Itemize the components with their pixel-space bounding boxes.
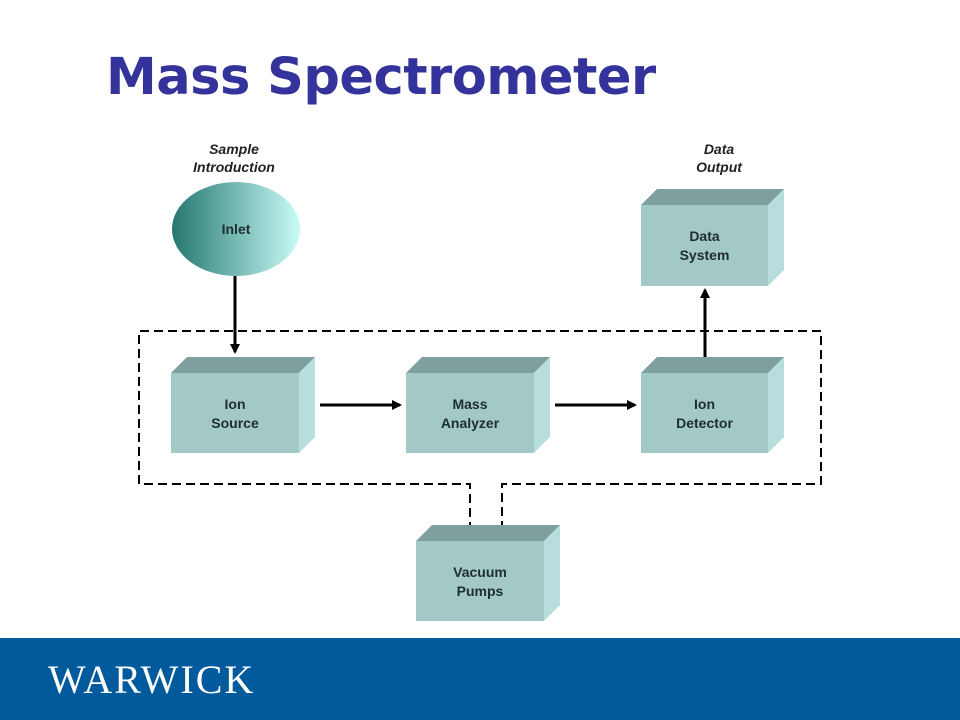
slide-title: Mass Spectrometer: [106, 48, 656, 107]
caption-line: Output: [696, 159, 742, 175]
vacuum-pumps-node: [416, 525, 560, 621]
label-line: Mass: [452, 396, 488, 412]
sample-introduction-caption: Sample Introduction: [164, 140, 304, 176]
mass-analyzer-label: Mass Analyzer: [406, 395, 534, 433]
ion-detector-node: [641, 357, 784, 453]
inlet-label: Inlet: [186, 220, 286, 239]
label-line: Analyzer: [440, 415, 500, 431]
ion-source-node: [171, 357, 315, 453]
label-line: Ion: [224, 396, 246, 412]
label-line: Data: [689, 228, 720, 244]
label-line: Ion: [694, 396, 715, 412]
label-line: Source: [211, 415, 259, 431]
data-system-label: Data System: [641, 227, 768, 265]
label-line: Detector: [676, 415, 733, 431]
data-system-node: [641, 189, 784, 286]
ion-source-label: Ion Source: [171, 395, 299, 433]
vacuum-enclosure: [138, 330, 822, 531]
ion-detector-label: Ion Detector: [641, 395, 768, 433]
label-line: Vacuum: [453, 564, 507, 580]
inlet-label-text: Inlet: [221, 221, 251, 237]
warwick-logo: WARWICK: [48, 657, 256, 702]
vacuum-pumps-label: Vacuum Pumps: [416, 563, 544, 601]
caption-line: Introduction: [193, 159, 275, 175]
caption-line: Data: [703, 141, 735, 157]
data-output-caption: Data Output: [649, 140, 789, 176]
inlet-node: [172, 182, 300, 276]
footer-bar: WARWICK: [0, 638, 960, 720]
label-line: Pumps: [456, 583, 504, 599]
mass-analyzer-node: [406, 357, 550, 453]
label-line: System: [679, 247, 730, 263]
caption-line: Sample: [209, 141, 259, 157]
